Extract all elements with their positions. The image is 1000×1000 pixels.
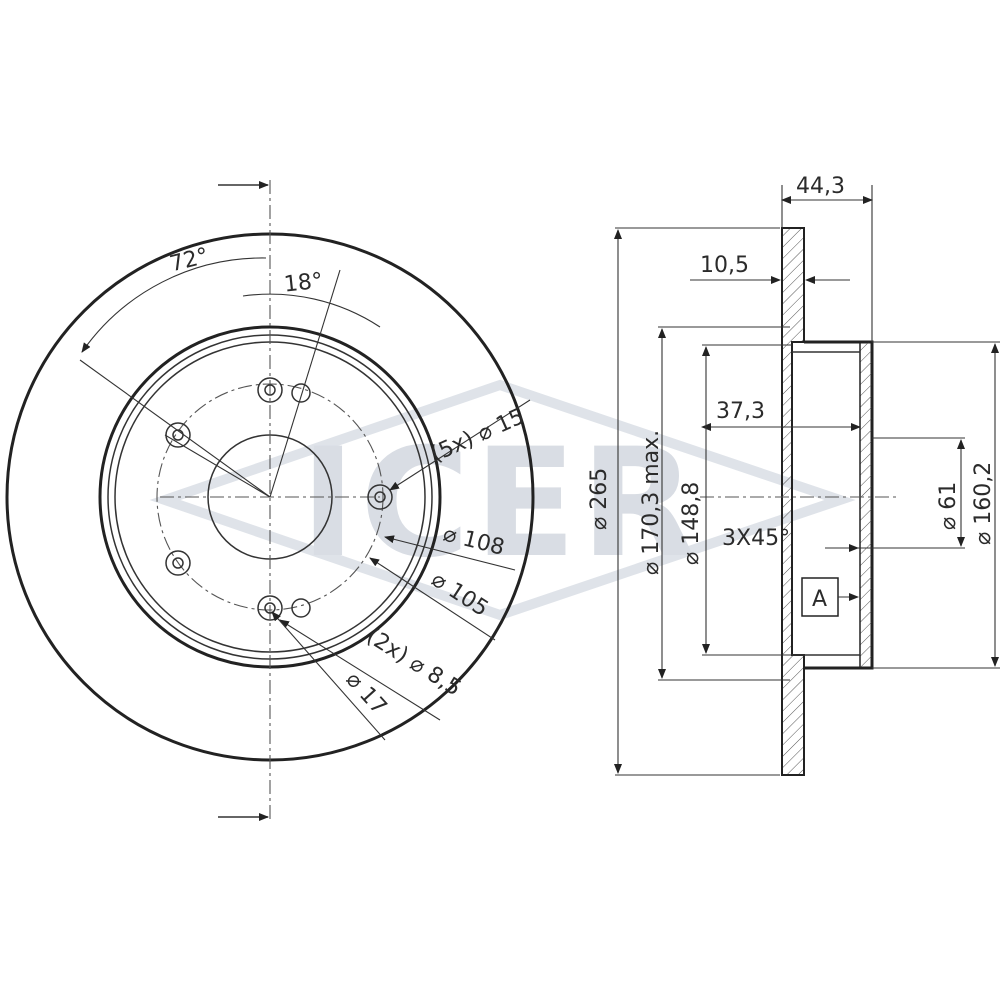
- angle-arc-18: [242, 293, 381, 328]
- hat-wall-section: [859, 341, 873, 669]
- max-diameter-label: ⌀ 170,3 max.: [639, 430, 664, 575]
- datum-box: [801, 577, 839, 617]
- hub-hole-label: ⌀ 17: [341, 667, 392, 720]
- disc-section: [781, 227, 805, 776]
- datum-label: A: [812, 587, 827, 612]
- angle-72-label: 72°: [167, 244, 211, 278]
- outer-diameter-label: ⌀ 265: [587, 468, 612, 530]
- watermark-logo: ICER: [149, 379, 856, 621]
- radial-line-18: [269, 269, 341, 498]
- inner-diameter-label: ⌀ 160,2: [971, 462, 996, 545]
- bore-diameter-label: ⌀ 61: [936, 482, 961, 530]
- total-height-label: 44,3: [796, 174, 845, 199]
- hat-depth-label: 37,3: [716, 399, 765, 424]
- angle-18-label: 18°: [283, 269, 324, 298]
- angle-arc-72: [81, 257, 267, 353]
- chamfer-label: 3X45°: [722, 526, 790, 551]
- bolt-holes: [165, 377, 393, 621]
- hat-diameter-label: ⌀ 148,8: [679, 482, 704, 565]
- radial-line-72: [79, 359, 271, 498]
- disc-thickness-label: 10,5: [700, 253, 749, 278]
- side-view: 44,3 10,5 37,3 3X45° A ⌀ 265 ⌀ 170,3 max…: [587, 174, 1000, 776]
- watermark-text: ICER: [300, 417, 700, 591]
